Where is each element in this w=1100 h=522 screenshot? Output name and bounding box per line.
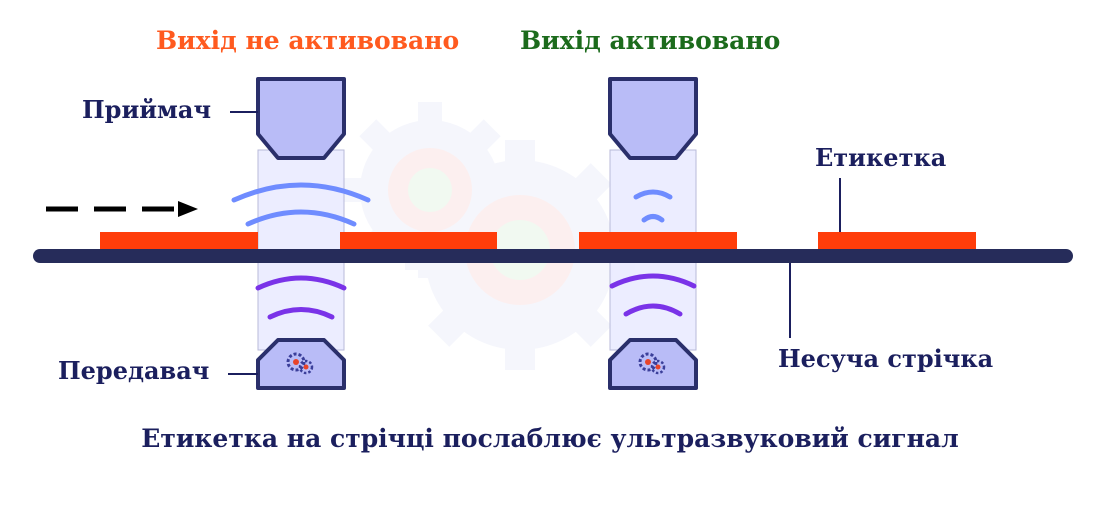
transmitter-right <box>608 338 698 390</box>
wave-left-upper-2 <box>245 209 357 227</box>
wave-left-upper-1 <box>231 182 371 203</box>
caption: Етикетка на стрічці послаблює ультразвук… <box>141 424 959 453</box>
wave-right-upper-1 <box>633 189 673 200</box>
wave-right-lower-2 <box>623 303 683 317</box>
wave-right-upper-2 <box>641 214 665 223</box>
label-label: Етикетка <box>815 143 947 172</box>
receiver-left <box>256 77 346 160</box>
transmitter-label: Передавач <box>58 356 210 385</box>
wave-right-lower-1 <box>609 273 697 289</box>
carrier-tape-label: Несуча стрічка <box>778 344 994 373</box>
gears-icon <box>638 352 666 375</box>
dashed-arrow-right-icon <box>46 201 198 217</box>
label-strip-3 <box>579 232 737 249</box>
label-strip-4 <box>818 232 976 249</box>
receiver-right <box>608 77 698 160</box>
label-strip-2 <box>340 232 497 249</box>
wave-left-lower-2 <box>267 307 335 320</box>
wave-left-lower-1 <box>255 275 347 291</box>
status-not-activated: Вихід не активовано <box>156 26 460 55</box>
label-strip-1 <box>100 232 258 249</box>
receiver-label: Приймач <box>82 95 212 124</box>
gears-icon <box>286 352 314 375</box>
status-activated: Вихід активовано <box>520 26 781 55</box>
transmitter-left <box>256 338 346 390</box>
